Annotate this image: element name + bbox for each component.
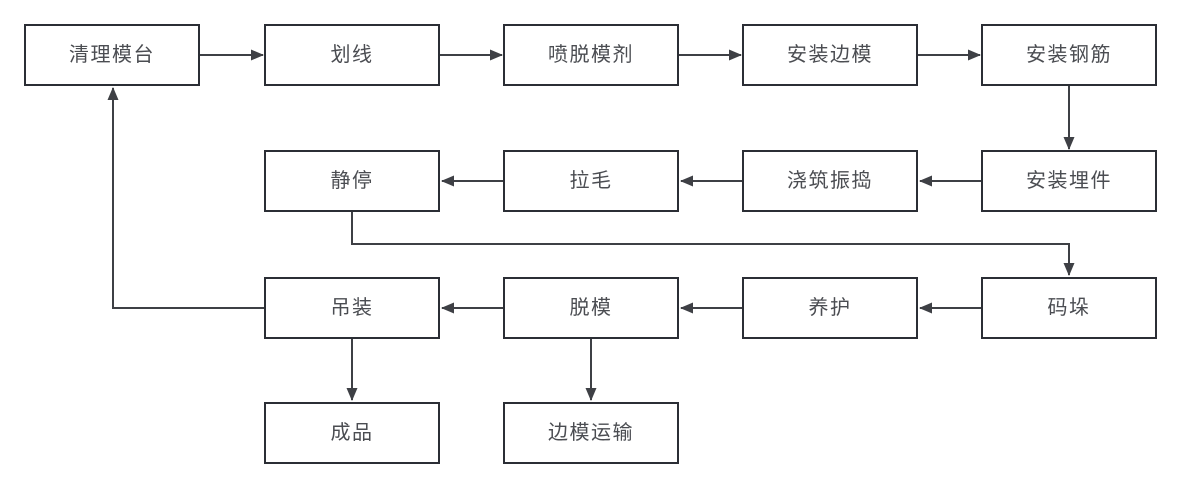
node-install-embeds: 安装埋件	[981, 150, 1157, 212]
node-stacking-label: 码垛	[1047, 297, 1091, 319]
node-side-form-transport-label: 边模运输	[548, 422, 634, 444]
node-side-form-transport: 边模运输	[503, 402, 679, 464]
node-install-side-forms-label: 安装边模	[787, 44, 873, 66]
node-clean-mold-table-label: 清理模台	[69, 44, 155, 66]
node-resting-label: 静停	[330, 170, 374, 192]
node-demolding-label: 脱模	[569, 297, 613, 319]
edge-resting-to-stacking	[351, 212, 1075, 276]
node-roughening-label: 拉毛	[569, 170, 613, 192]
node-install-rebar: 安装钢筋	[981, 24, 1157, 86]
node-roughening: 拉毛	[503, 150, 679, 212]
node-spray-release-agent-label: 喷脱模剂	[548, 44, 634, 66]
node-demolding: 脱模	[503, 277, 679, 339]
node-hoisting-label: 吊装	[330, 297, 374, 319]
node-pour-vibrate-label: 浇筑振捣	[787, 170, 873, 192]
node-stacking: 码垛	[981, 277, 1157, 339]
node-pour-vibrate: 浇筑振捣	[742, 150, 918, 212]
node-hoisting: 吊装	[264, 277, 440, 339]
edge-hoisting-to-clean-mold-table	[107, 87, 264, 309]
node-marking: 划线	[264, 24, 440, 86]
node-finished-product: 成品	[264, 402, 440, 464]
node-marking-label: 划线	[330, 44, 374, 66]
node-resting: 静停	[264, 150, 440, 212]
node-curing: 养护	[742, 277, 918, 339]
node-install-rebar-label: 安装钢筋	[1026, 44, 1112, 66]
node-clean-mold-table: 清理模台	[24, 24, 200, 86]
node-install-embeds-label: 安装埋件	[1026, 170, 1112, 192]
node-curing-label: 养护	[808, 297, 852, 319]
node-install-side-forms: 安装边模	[742, 24, 918, 86]
node-spray-release-agent: 喷脱模剂	[503, 24, 679, 86]
node-finished-product-label: 成品	[330, 422, 374, 444]
